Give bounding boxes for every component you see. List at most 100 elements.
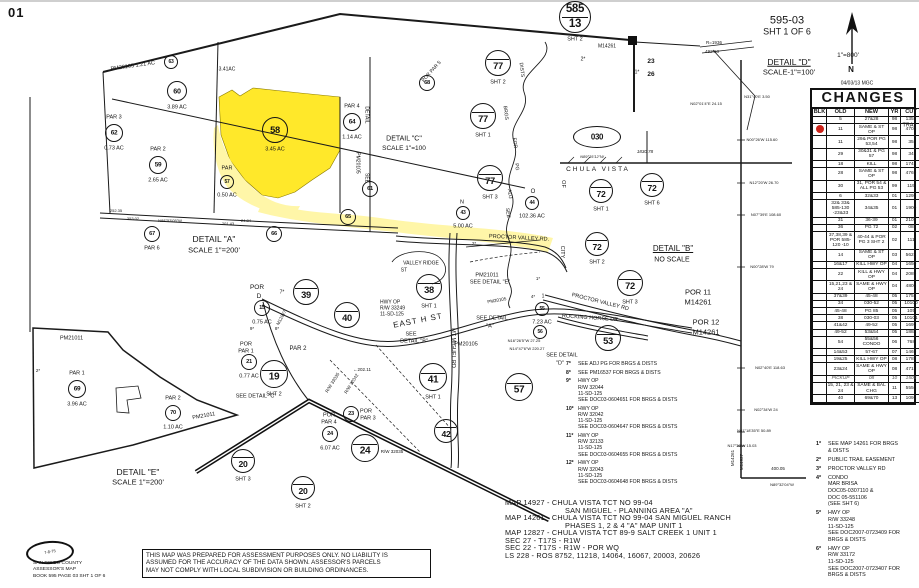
map-annotation: 252.35: [109, 208, 123, 213]
parcel-label-below: 3.45 AC: [265, 146, 285, 153]
parcel-label-below: SHT 1: [421, 303, 437, 310]
parcel-circle: 57: [220, 175, 234, 189]
road-check-mark: [194, 398, 550, 523]
map-annotation: D: [256, 292, 262, 300]
map-annotation: PM20105: [454, 341, 478, 348]
map-annotation: TRA: [902, 122, 914, 129]
map-annotation: 1"=800': [837, 51, 859, 59]
parcel-circle: 24: [351, 434, 379, 462]
map-annotation: POR: [323, 412, 335, 419]
map-annotation: 1*: [634, 69, 640, 76]
map-annotation: SEE DETAIL: [546, 352, 578, 359]
map-annotation: SEE: [503, 207, 512, 219]
changes-col-header: CUT: [900, 107, 919, 117]
map-annotation: 24.84: [240, 218, 252, 223]
map-annotation: SEE DETAIL "C": [235, 393, 277, 400]
map-annotation: 3.41AC: [218, 66, 236, 73]
parcel-circle: 65: [340, 209, 356, 225]
parcel-label-below: 3.96 AC: [67, 401, 87, 408]
map-annotation: M14261: [684, 297, 712, 307]
footnote: 3*PROCTOR VALLEY RD: [816, 465, 886, 472]
map-annotation: NO SCALE: [654, 256, 690, 264]
parcel-circle: 70: [165, 405, 181, 421]
changes-col-header: NEW: [854, 107, 889, 117]
disclaimer-line: ASSUMED FOR THE ACCURACY OF THE DATA SHO…: [146, 559, 381, 567]
map-annotation: R/W 33249: [380, 305, 406, 312]
map-annotation: 4*: [530, 293, 536, 299]
parcel-label-below: SHT 3: [622, 299, 638, 306]
parcel-circle: 69: [68, 380, 86, 398]
map-annotation: CHULA VISTA: [566, 165, 630, 173]
parcel-circle: 23: [343, 406, 359, 422]
parcel-circle: 19: [260, 360, 288, 388]
parcel-label-below: SHT 2: [589, 259, 605, 266]
map-reference-line: MAP 14261 - CHULA VISTA TCT NO 99-04 SAN…: [505, 513, 731, 522]
parcel-circle: 77: [477, 165, 503, 191]
parcel-label-below: 0.77 AC: [239, 373, 259, 380]
stamp-book-line: BOOK 595 PAGE 03 SHT 1 OF 6: [33, 573, 106, 579]
map-annotation: 201.43: [221, 221, 235, 226]
map-annotation: N14°47'6"W 220.27: [509, 346, 545, 351]
parcel-circle: 42: [434, 419, 458, 443]
parcel-label-below: 7.23 AC: [532, 319, 552, 326]
parcel-label-below: SHT 2: [490, 79, 506, 86]
parcel-label-below: SHT 2: [567, 36, 583, 43]
map-annotation: 1830.78: [636, 148, 654, 154]
parcel-label-below: 1.14 AC: [342, 134, 362, 141]
map-annotation: 7*: [279, 289, 285, 296]
parcel-label-above: PAR 2: [150, 146, 166, 153]
map-annotation: N16°26'5"W 27.25: [507, 338, 541, 343]
parcel-circle: 62: [105, 124, 123, 142]
map-annotation: M14927: [738, 453, 744, 471]
map-annotation: PAR 1: [238, 348, 254, 355]
parcel-label-below: 6.07 AC: [320, 445, 340, 452]
disclaimer-box: THIS MAP WAS PREPARED FOR ASSESSMENT PUR…: [142, 549, 431, 578]
map-annotation: SCALE 1"=200': [188, 245, 240, 255]
parcel-circle: 63: [164, 55, 178, 69]
map-reference-line: MAP 12827 - CHULA VISTA TCT 89-9 SALT CR…: [505, 528, 717, 537]
map-annotation: ADJ: [505, 188, 514, 199]
map-annotation: M14261: [692, 327, 720, 337]
disclaimer-line: THIS MAP WAS PREPARED FOR ASSESSMENT PUR…: [146, 551, 388, 559]
stamp-type: ASSESSOR'S MAP: [33, 567, 77, 573]
map-annotation: POR: [240, 341, 252, 348]
parcel-label-below: 0.75 AC: [252, 319, 272, 326]
map-reference-line: SAN MIGUEL - PLANNING AREA "A": [565, 506, 693, 515]
parcel-label-below: SHT 1: [425, 394, 441, 401]
changes-title: CHANGES: [812, 90, 914, 108]
parcel-circle: 38: [416, 274, 442, 300]
parcel-label-below: 3.89 AC: [167, 104, 187, 111]
map-annotation: DETAIL: [363, 106, 370, 124]
map-annotation: O: [530, 189, 536, 195]
map-annotation: "A": [486, 323, 494, 330]
map-annotation: 1*: [535, 275, 541, 281]
map-reference-line: MAP 14927 - CHULA VISTA TCT NO 99-04: [505, 498, 653, 507]
footnote: 2*PUBLIC TRAIL EASEMENT: [816, 456, 896, 463]
map-annotation: 9*: [249, 325, 255, 331]
map-annotation: POR: [249, 283, 265, 291]
parcel-circle: 43: [456, 206, 470, 220]
map-annotation: 8*: [274, 325, 280, 331]
map-annotation: N00°26'W 115.60: [746, 137, 778, 142]
parcel-label-below: 0.73 AC: [104, 145, 124, 152]
stamp-agency: SAN DIEGO COUNTY: [33, 561, 83, 566]
map-annotation: N07°39'E 108.60: [750, 212, 782, 217]
map-annotation: M14261: [729, 449, 735, 467]
parcel-circle: 72: [617, 270, 643, 296]
parcel-circle: 55: [535, 302, 549, 316]
parcel-circle: 24: [322, 426, 338, 442]
parcel-label-above: PAR 4: [344, 103, 360, 110]
